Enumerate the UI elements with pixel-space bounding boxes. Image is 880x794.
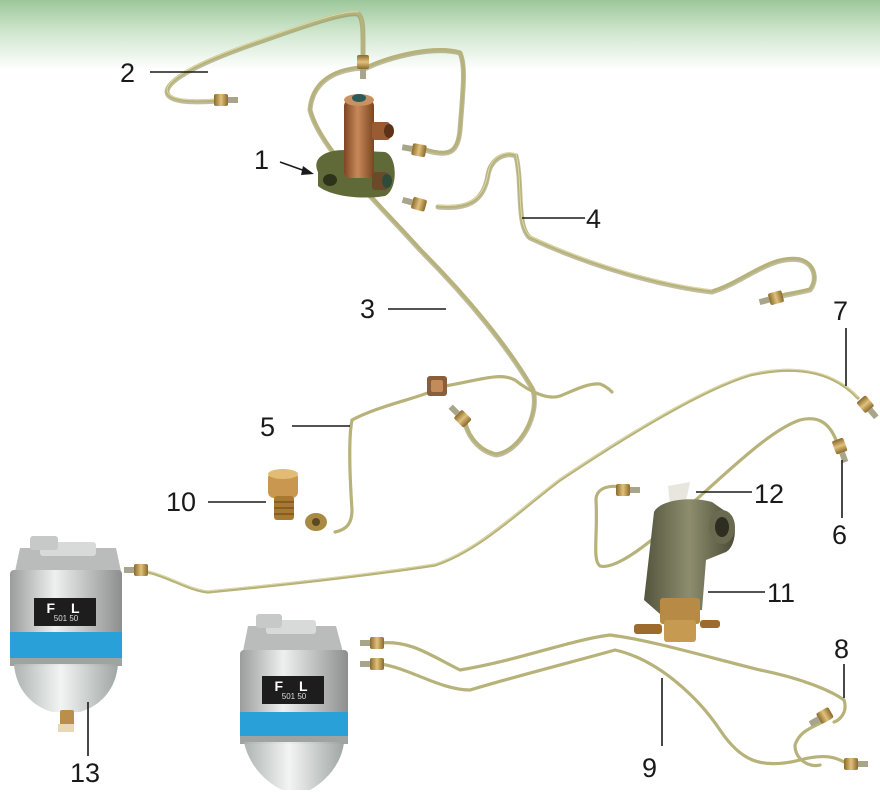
nut-icon <box>807 707 834 729</box>
fuel-tap-part-11 <box>634 482 735 642</box>
filter-13-model-mark: 501 50 <box>38 614 94 623</box>
pipe-4-shadow <box>438 155 814 300</box>
pipe-4 <box>438 154 814 299</box>
callout-6: 6 <box>832 522 847 549</box>
nut-icon <box>401 141 427 157</box>
callout-12: 12 <box>754 481 784 508</box>
nut-icon <box>758 290 784 308</box>
callout-13: 13 <box>70 760 100 787</box>
nut-icon <box>616 484 640 496</box>
pipe-1-loop-shadow <box>310 68 534 455</box>
fuel-filter-part-13 <box>10 536 122 732</box>
filter-2-model-mark: 501 50 <box>266 692 322 701</box>
nut-icon <box>124 564 148 576</box>
nut-icon <box>357 55 369 79</box>
callout-8: 8 <box>834 636 849 663</box>
callout-11: 11 <box>767 580 795 607</box>
leader-lines <box>88 72 846 756</box>
nut-icon <box>446 402 471 427</box>
callout-9: 9 <box>642 755 657 782</box>
callout-2: 2 <box>120 60 135 87</box>
pipe-5 <box>335 388 440 532</box>
nut-icon <box>844 758 868 770</box>
callout-7: 7 <box>833 298 848 325</box>
pipe-2-shadow <box>167 14 363 102</box>
arrow-1-icon <box>301 166 314 175</box>
nut-icon <box>401 194 427 212</box>
callout-10: 10 <box>166 489 196 516</box>
junction-fitting-icon <box>427 376 447 396</box>
callout-4: 4 <box>586 206 601 233</box>
pipe-8-9-upper <box>380 635 845 722</box>
nut-icon <box>214 94 238 106</box>
nut-icon <box>360 637 384 649</box>
callout-3: 3 <box>360 296 375 323</box>
fuel-filter-secondary <box>240 614 348 790</box>
pipe-7 <box>132 370 858 592</box>
pipe-2 <box>167 13 363 101</box>
nut-icon <box>360 658 384 670</box>
callout-1: 1 <box>254 147 269 174</box>
nut-icon <box>856 395 880 421</box>
pipe-9-lower <box>380 650 848 764</box>
banjo-bolt-part-10 <box>268 469 327 531</box>
callout-5: 5 <box>260 414 275 441</box>
